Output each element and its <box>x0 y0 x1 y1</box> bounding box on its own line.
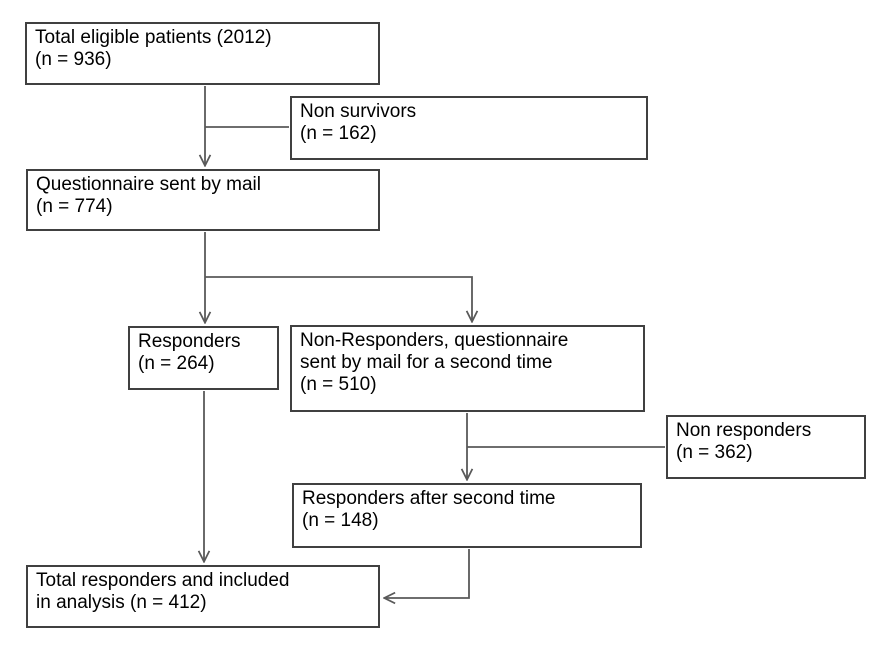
box-non-responders-final-line-1: Non responders <box>676 420 812 441</box>
box-total-eligible-line-1: Total eligible patients (2012) <box>35 27 272 48</box>
box-total-responders-line-2: in analysis (n = 412) <box>36 592 207 613</box>
box-non-responders-second-mail-line-2: sent by mail for a second time <box>300 352 553 373</box>
box-questionnaire-mail-line-1: Questionnaire sent by mail <box>36 174 261 195</box>
box-questionnaire-mail-line-2: (n = 774) <box>36 196 113 217</box>
box-non-responders-final: Non responders (n = 362) <box>666 415 866 479</box>
box-responders-second: Responders after second time (n = 148) <box>292 483 642 548</box>
box-non-survivors-line-2: (n = 162) <box>300 123 377 144</box>
box-non-survivors: Non survivors (n = 162) <box>290 96 648 160</box>
box-questionnaire-mail: Questionnaire sent by mail (n = 774) <box>26 169 380 231</box>
box-responders-first: Responders (n = 264) <box>128 326 279 390</box>
box-total-responders: Total responders and included in analysi… <box>26 565 380 628</box>
box-non-responders-second-mail-line-3: (n = 510) <box>300 374 377 395</box>
box-responders-first-line-1: Responders <box>138 331 241 352</box>
box-non-responders-final-line-2: (n = 362) <box>676 442 753 463</box>
box-non-survivors-line-1: Non survivors <box>300 101 417 122</box>
box-total-eligible-line-2: (n = 936) <box>35 49 112 70</box>
box-non-responders-second-mail-line-1: Non-Responders, questionnaire <box>300 330 569 351</box>
box-responders-second-line-1: Responders after second time <box>302 488 556 509</box>
box-responders-second-line-2: (n = 148) <box>302 510 379 531</box>
box-responders-first-line-2: (n = 264) <box>138 353 215 374</box>
arrow-questionnaire-to-non-responders-second <box>205 276 472 321</box>
box-total-responders-line-1: Total responders and included <box>36 570 290 591</box>
box-non-responders-second-mail: Non-Responders, questionnaire sent by ma… <box>290 325 645 412</box>
box-total-eligible: Total eligible patients (2012) (n = 936) <box>25 22 380 85</box>
arrow-responders-second-to-total <box>385 549 470 598</box>
